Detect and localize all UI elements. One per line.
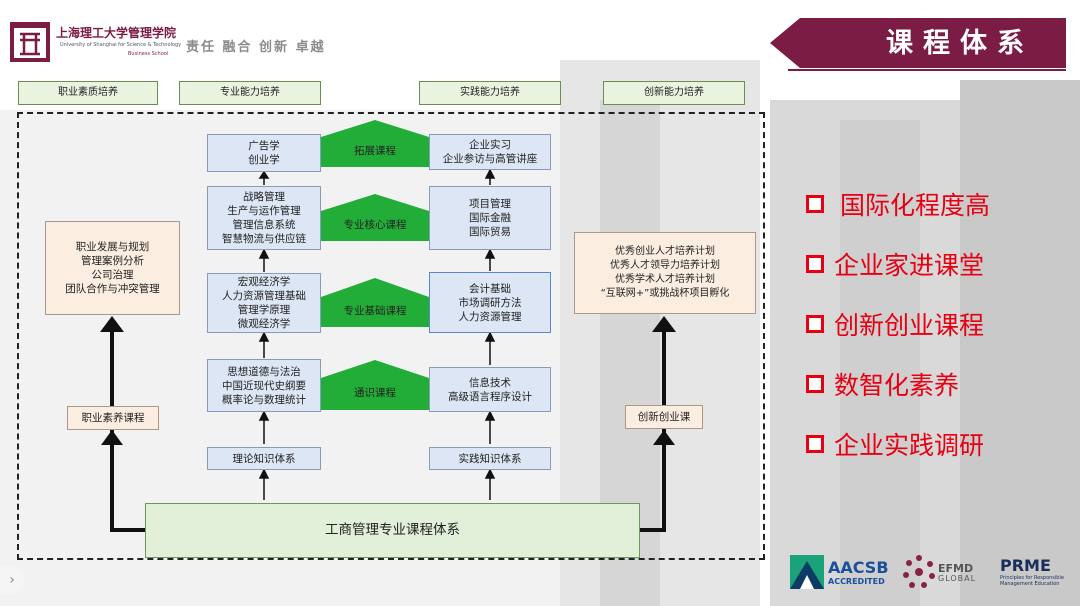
feature-text: 数智化素养	[834, 371, 960, 400]
box-core-theory: 战略管理 生产与运作管理 管理信息系统 智慧物流与供应链	[207, 186, 321, 250]
box-basic-theory: 宏观经济学 人力资源管理基础 管理学原理 微观经济学	[207, 273, 321, 333]
feature-text: 国际化程度高	[840, 191, 991, 220]
label-general-courses: 通识课程	[354, 387, 396, 399]
label-extension-courses: 拓展课程	[354, 145, 396, 157]
category-professional-ability: 专业能力培养	[179, 81, 321, 105]
pentagon-core	[321, 194, 429, 241]
aacsb-logo: AACSB	[828, 558, 889, 577]
box-practice-system: 实践知识体系	[429, 447, 551, 470]
box-career-courses: 职业发展与规划 管理案例分析 公司治理 团队合作与冲突管理	[45, 221, 180, 315]
page-title: 课程体系	[886, 28, 1034, 59]
checkbox-icon	[806, 315, 824, 333]
checkbox-icon	[806, 435, 824, 453]
business-school-label: Business School	[128, 51, 169, 57]
foundation-system: 工商管理专业课程体系	[145, 503, 640, 558]
prme-logo: PRME	[1000, 556, 1051, 575]
feature-item: 国际化程度高	[806, 186, 990, 222]
label-basic-courses: 专业基础课程	[343, 305, 407, 317]
box-theory-system: 理论知识体系	[207, 447, 321, 470]
box-innovation-programs: 优秀创业人才培养计划 优秀人才领导力培养计划 优秀学术人才培养计划 “互联网+”…	[574, 232, 756, 314]
pentagon-extension	[321, 120, 429, 167]
school-emblem-icon	[10, 22, 50, 70]
diagram-frame	[17, 112, 765, 560]
box-extension-practice: 企业实习 企业参访与高管讲座	[429, 134, 551, 170]
efmd-logo-icon	[903, 555, 935, 588]
category-practice-ability: 实践能力培养	[419, 81, 561, 105]
label-innovation-courses: 创新创业课	[625, 405, 703, 429]
aacsb-accredited: ACCREDITED	[828, 577, 885, 586]
checkbox-icon	[806, 195, 824, 213]
chevron-right-icon[interactable]: ›	[0, 566, 24, 594]
motto: 责任 融合 创新 卓越	[186, 40, 326, 55]
feature-item: 企业家进课堂	[806, 246, 984, 282]
school-name-en: University of Shanghai for Science & Tec…	[60, 42, 182, 48]
label-core-courses: 专业核心课程	[343, 219, 407, 231]
checkbox-icon	[806, 375, 824, 393]
feature-text: 企业实践调研	[834, 431, 985, 460]
pentagon-general	[321, 360, 429, 410]
category-innovation-ability: 创新能力培养	[603, 81, 745, 105]
feature-item: 企业实践调研	[806, 426, 984, 462]
category-professional-quality: 职业素质培养	[18, 81, 158, 105]
title-banner	[770, 18, 1066, 71]
feature-text: 创新创业课程	[834, 311, 985, 340]
efmd-global: GLOBAL	[938, 574, 977, 583]
aacsb-logo-icon	[790, 555, 824, 589]
box-core-practice: 项目管理 国际金融 国际贸易	[429, 186, 551, 250]
box-general-practice: 信息技术 高级语言程序设计	[429, 367, 551, 412]
box-basic-practice: 会计基础 市场调研方法 人力资源管理	[429, 272, 551, 333]
efmd-logo: EFMD	[938, 562, 974, 575]
prme-description: Principles for Responsible Management Ed…	[1000, 575, 1064, 587]
box-extension-theory: 广告学 创业学	[207, 134, 321, 172]
label-career-courses: 职业素养课程	[67, 406, 159, 430]
pentagon-basic	[321, 278, 429, 327]
feature-item: 数智化素养	[806, 366, 959, 402]
box-general-theory: 思想道德与法治 中国近现代史纲要 概率论与数理统计	[207, 359, 321, 412]
feature-text: 企业家进课堂	[834, 251, 985, 280]
feature-item: 创新创业课程	[806, 306, 984, 342]
school-name-cn: 上海理工大学管理学院	[56, 26, 177, 40]
checkbox-icon	[806, 255, 824, 273]
